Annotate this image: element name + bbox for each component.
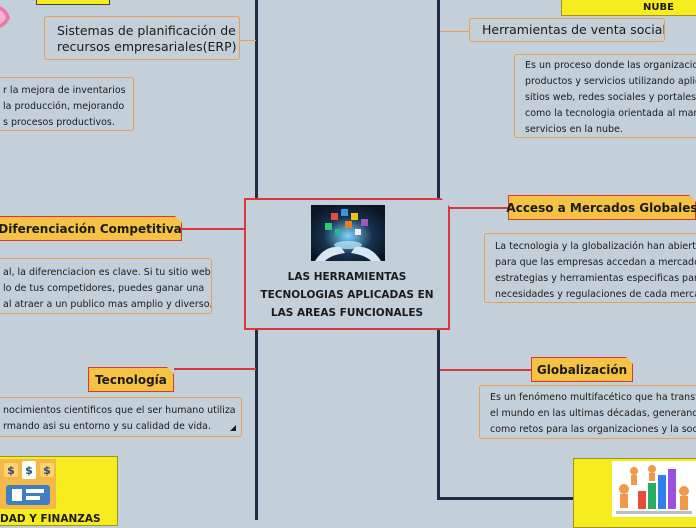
topic-corner-fold <box>689 195 696 202</box>
subtopic-venta-social[interactable]: Herramientas de venta social <box>469 18 665 42</box>
topic-corner-fold <box>167 367 174 374</box>
topic-corner-fold <box>626 357 633 364</box>
venta-social-note-line-2: productos y servicios utilizando aplic <box>525 76 696 87</box>
note-globalizacion[interactable]: Es un fenómeno multifacético que ha tran… <box>479 385 696 439</box>
connector-diferenciacion <box>182 228 256 230</box>
globalizacion-note-line-1: Es un fenómeno multifacético que ha tran… <box>490 392 696 403</box>
central-image <box>311 205 385 261</box>
erp-label-line-1: Sistemas de planificación de <box>57 23 236 38</box>
note-acceso[interactable]: La tecnologia y la globalización han abi… <box>484 233 696 303</box>
resize-handle-icon[interactable] <box>230 425 236 431</box>
top-left-image-fragment <box>0 0 12 30</box>
diferenciacion-note-line-3: al atraer a un publico mas amplio y dive… <box>3 299 212 310</box>
topic-corner-fold <box>175 216 182 223</box>
finance-image: $ $ $ <box>0 459 56 509</box>
connector-acceso <box>440 207 510 209</box>
nube-label: NUBE <box>643 2 674 13</box>
venta-social-note-line-5: servicios en la nube. <box>525 124 623 135</box>
subtopic-erp[interactable]: Sistemas de planificación de recursos em… <box>44 16 240 60</box>
globalizacion-note-line-3: como retos para las organizaciones y la … <box>490 424 696 435</box>
tecnologia-note-line-2: rmando asi su entorno y su calidad de vi… <box>3 421 211 432</box>
bottom-right-image <box>612 461 696 517</box>
right-branch-bottom <box>437 497 577 500</box>
central-title-line-3: LAS AREAS FUNCIONALES <box>270 307 424 319</box>
svg-text:$: $ <box>43 464 51 477</box>
note-tecnologia[interactable]: nocimientos cientificos que el ser human… <box>0 397 242 437</box>
erp-note-line-1: r la mejora de inventarios <box>3 85 126 96</box>
topic-acceso-mercados-globales[interactable]: Acceso a Mercados Globales <box>506 195 696 220</box>
svg-text:$: $ <box>7 464 15 477</box>
central-title: LAS HERRAMIENTAS TECNOLOGIAS APLICADAS E… <box>246 268 448 322</box>
erp-note-line-2: la producción, mejorando <box>3 101 125 112</box>
tecnologia-label: Tecnología <box>95 372 167 387</box>
topic-tecnologia[interactable]: Tecnología <box>88 367 174 392</box>
acceso-note-line-1: La tecnologia y la globalización han abi… <box>495 241 696 252</box>
venta-social-note-line-4: como la tecnologia orientada al mark <box>525 108 696 119</box>
topic-diferenciacion-competitiva[interactable]: Diferenciación Competitiva <box>0 216 182 241</box>
globalizacion-note-line-2: el mundo en las ultimas décadas, generan… <box>490 408 696 419</box>
erp-note-line-3: s procesos productivos. <box>3 117 115 128</box>
connector-venta-social <box>440 31 470 32</box>
acceso-label: Acceso a Mercados Globales <box>506 200 696 215</box>
acceso-note-line-2: para que las empresas accedan a mercados <box>495 257 696 268</box>
central-topic[interactable]: LAS HERRAMIENTAS TECNOLOGIAS APLICADAS E… <box>244 198 450 330</box>
acceso-note-line-4: necesidades y regulaciones de cada merca… <box>495 289 696 300</box>
diferenciacion-label: Diferenciación Competitiva <box>0 221 182 236</box>
central-title-line-1: LAS HERRAMIENTAS <box>287 271 407 283</box>
connector-globalizacion <box>440 369 532 371</box>
note-erp[interactable]: r la mejora de inventarios la producción… <box>0 77 134 131</box>
topic-globalizacion[interactable]: Globalización <box>531 357 633 382</box>
topic-nube[interactable]: NUBE <box>561 0 696 16</box>
svg-text:$: $ <box>25 464 33 477</box>
connector-erp <box>240 40 256 41</box>
contabilidad-label: DAD Y FINANZAS <box>0 513 101 525</box>
venta-social-note-line-3: sitios web, redes sociales y portales e <box>525 92 696 103</box>
central-corner-fold <box>441 198 450 207</box>
globalizacion-label: Globalización <box>536 362 628 377</box>
venta-social-note-line-1: Es un proceso donde las organizacion <box>525 60 696 71</box>
acceso-note-line-3: estrategias y herramientas especificas p… <box>495 273 696 284</box>
note-diferenciacion[interactable]: al, la diferenciacion es clave. Si tu si… <box>0 258 212 314</box>
central-title-line-2: TECNOLOGIAS APLICADAS EN <box>260 289 434 301</box>
diferenciacion-note-line-1: al, la diferenciacion es clave. Si tu si… <box>3 267 211 278</box>
finance-icon: $ $ $ <box>0 459 56 509</box>
team-chart-icon <box>612 461 696 517</box>
technology-hands-icon <box>311 205 385 261</box>
image-fragment-icon <box>0 6 10 28</box>
tecnologia-note-line-1: nocimientos cientificos que el ser human… <box>3 405 236 416</box>
note-venta-social[interactable]: Es un proceso donde las organizacion pro… <box>514 54 696 138</box>
top-left-topic-fragment <box>36 0 110 5</box>
venta-social-label: Herramientas de venta social <box>482 22 665 37</box>
diferenciacion-note-line-2: lo de tus competidores, puedes ganar una <box>3 283 205 294</box>
connector-tecnologia <box>174 368 256 370</box>
erp-label-line-2: recursos empresariales(ERP) <box>57 39 237 54</box>
